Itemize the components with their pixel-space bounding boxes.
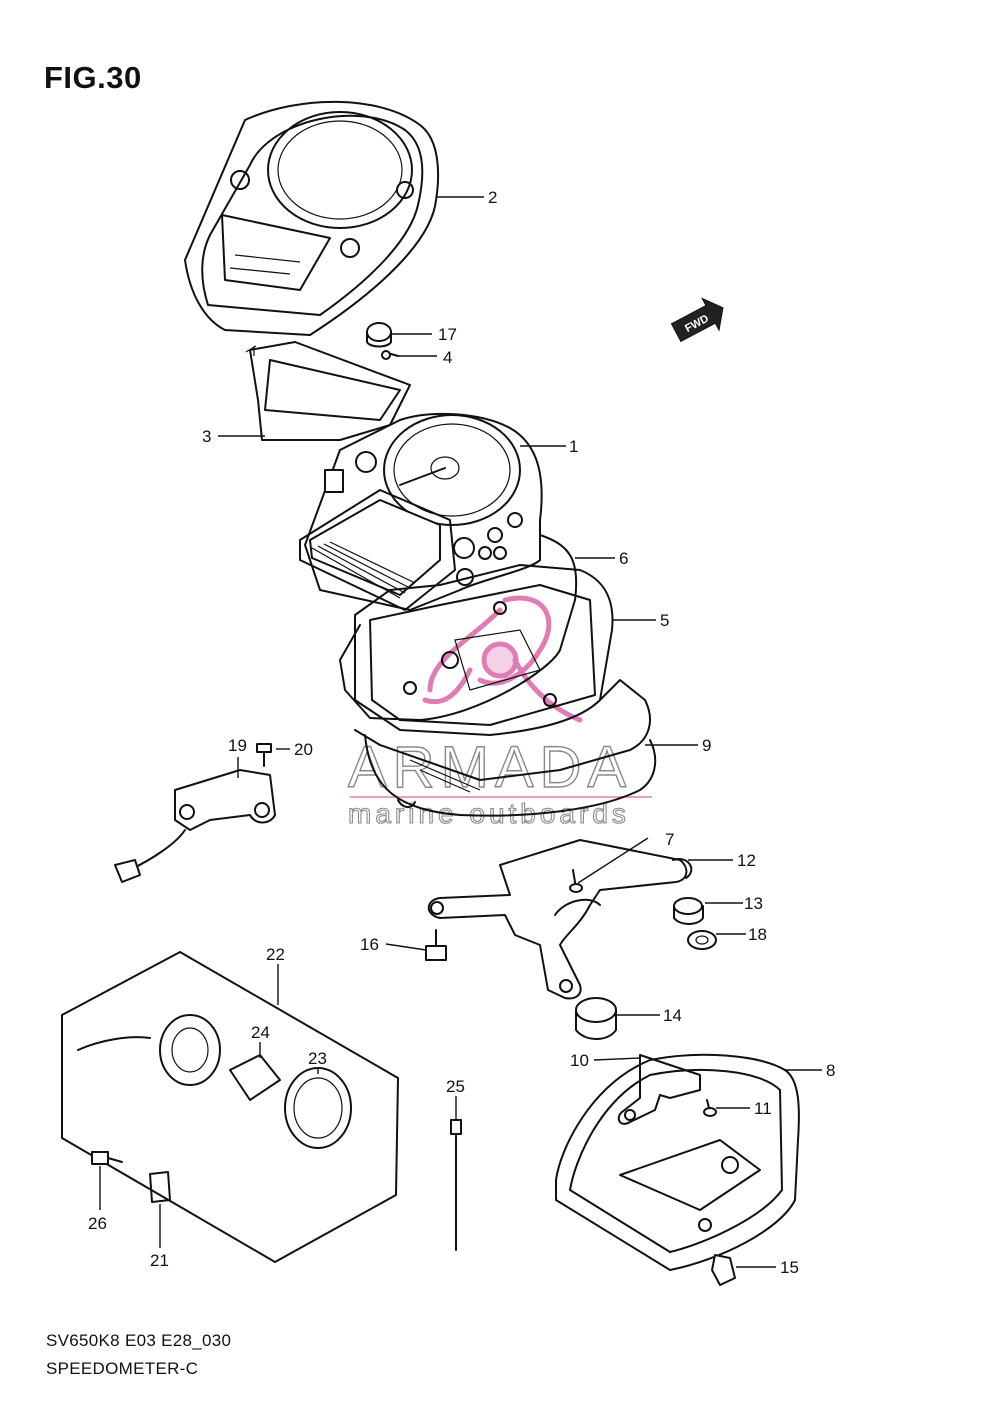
callout-9: 9 xyxy=(702,736,711,755)
callout-2: 2 xyxy=(488,188,497,207)
figure-name: SPEEDOMETER-C xyxy=(46,1359,199,1378)
callout-8: 8 xyxy=(826,1061,835,1080)
callout-18: 18 xyxy=(748,925,767,944)
part-pin-4 xyxy=(381,350,399,360)
part-bulb-socket-assembly xyxy=(61,951,399,1263)
leader-lines xyxy=(99,196,822,1268)
callout-10: 10 xyxy=(570,1051,589,1070)
part-clip-21 xyxy=(149,1171,171,1203)
part-bolt-7 xyxy=(569,869,583,893)
figure-code: SV650K8 E03 E28_030 xyxy=(46,1331,232,1350)
callout-22: 22 xyxy=(266,945,285,964)
part-screw-20 xyxy=(256,743,272,767)
callout-16: 16 xyxy=(360,935,379,954)
part-cable-tie xyxy=(450,1119,462,1251)
leader-10 xyxy=(593,1057,641,1061)
part-mounting-bracket xyxy=(427,839,693,1000)
callout-5: 5 xyxy=(660,611,669,630)
lcd-hatching xyxy=(311,541,416,599)
part-lens-plate xyxy=(245,341,411,441)
watermark-tagline: marine outboards xyxy=(348,798,630,829)
leader-7 xyxy=(577,837,649,884)
watermark-logo: ARMADA marine outboards xyxy=(347,595,652,830)
part-lower-case xyxy=(354,679,657,817)
callout-13: 13 xyxy=(744,894,763,913)
callout-21: 21 xyxy=(150,1251,169,1270)
part-bolt-26 xyxy=(91,1151,123,1165)
part-speedometer-assembly xyxy=(299,412,543,611)
leader-16 xyxy=(385,943,427,951)
part-clip-15 xyxy=(711,1254,736,1286)
part-speed-sensor xyxy=(114,769,276,883)
callout-24: 24 xyxy=(251,1023,270,1042)
callout-3: 3 xyxy=(202,427,211,446)
part-grommet-17 xyxy=(366,322,392,348)
callout-19: 19 xyxy=(228,736,247,755)
callout-26: 26 xyxy=(88,1214,107,1233)
fwd-direction-badge: FWD xyxy=(670,297,724,343)
watermark-brand: ARMADA xyxy=(348,735,632,800)
callout-23: 23 xyxy=(308,1049,327,1068)
callout-7: 7 xyxy=(665,830,674,849)
callout-14: 14 xyxy=(663,1006,682,1025)
callout-11: 11 xyxy=(754,1099,772,1118)
callout-6: 6 xyxy=(619,549,628,568)
callout-20: 20 xyxy=(294,740,313,759)
callout-4: 4 xyxy=(443,348,452,367)
part-bolt-11 xyxy=(703,1099,717,1117)
part-collar-18 xyxy=(687,930,717,950)
callout-25: 25 xyxy=(446,1077,465,1096)
callout-12: 12 xyxy=(737,851,756,870)
part-lower-cover xyxy=(555,1053,800,1271)
figure-title: FIG.30 xyxy=(44,60,142,95)
part-cushion-14 xyxy=(575,997,617,1040)
part-meter-cover xyxy=(184,100,440,336)
callout-1: 1 xyxy=(569,437,578,456)
part-meter-case xyxy=(354,564,614,736)
part-stay-plate-10 xyxy=(617,1054,701,1125)
part-harness-wire xyxy=(339,534,578,721)
part-bolt-16 xyxy=(425,929,447,961)
callout-17: 17 xyxy=(438,325,457,344)
callout-15: 15 xyxy=(780,1258,799,1277)
callout-labels: 2 17 4 3 1 6 5 9 19 20 7 12 13 18 16 22 … xyxy=(88,188,835,1277)
part-grommet-13 xyxy=(673,897,704,925)
